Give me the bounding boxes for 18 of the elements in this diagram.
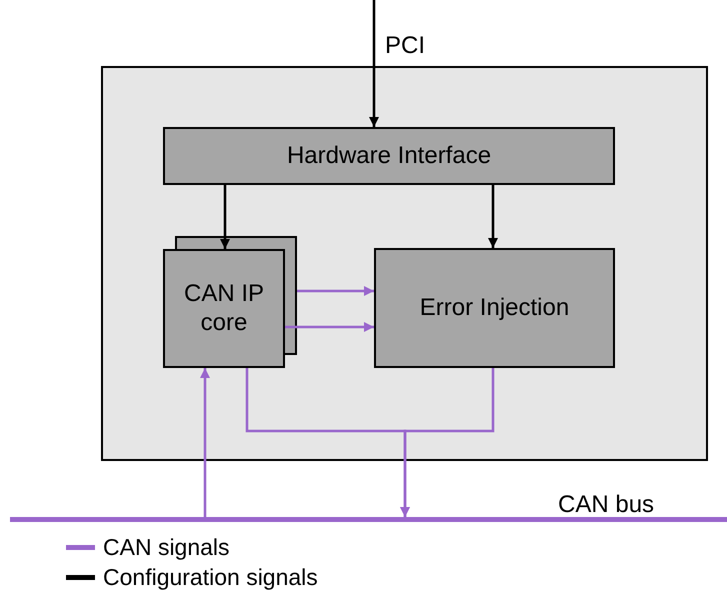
block-label: CAN IP core bbox=[184, 280, 264, 336]
legend-label: CAN signals bbox=[103, 536, 230, 559]
arrow bbox=[285, 322, 374, 332]
stacked-block bbox=[163, 236, 297, 368]
arrow bbox=[369, 0, 379, 127]
arrow bbox=[400, 368, 494, 517]
edge-label: PCI bbox=[385, 34, 426, 58]
arrow bbox=[220, 185, 230, 249]
process-block bbox=[163, 127, 615, 185]
arrow bbox=[488, 185, 498, 248]
system-frame bbox=[101, 66, 708, 461]
block-label: Hardware Interface bbox=[286, 142, 492, 170]
arrow bbox=[200, 368, 210, 517]
arrow bbox=[297, 286, 374, 296]
process-block bbox=[374, 248, 615, 368]
block-label: Error Injection bbox=[420, 294, 570, 322]
bus-label: CAN bus bbox=[558, 493, 654, 517]
legend-label: Configuration signals bbox=[103, 566, 318, 589]
